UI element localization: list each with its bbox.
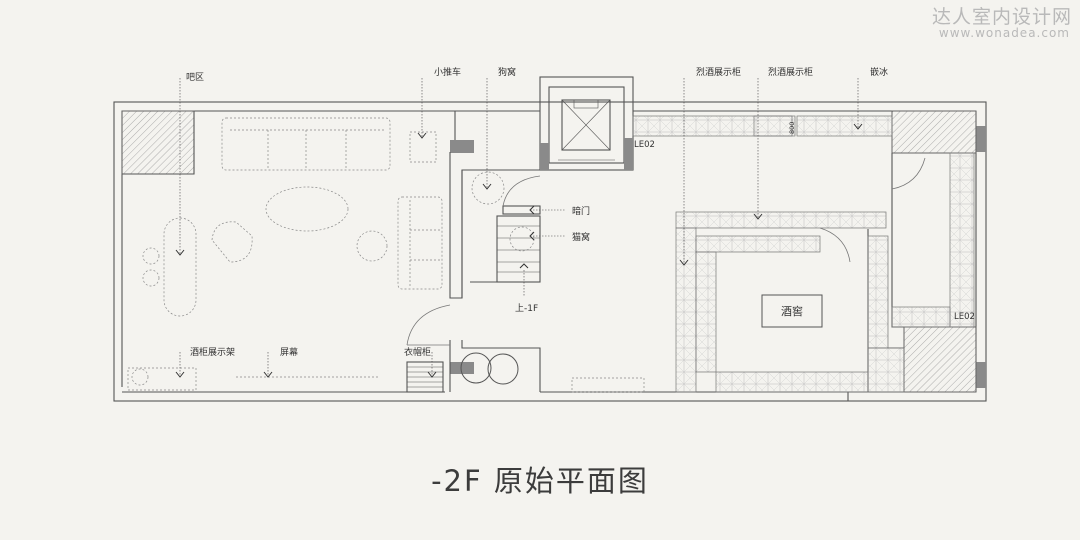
label-cart: 小推车 [434, 66, 461, 78]
door-swings [406, 157, 926, 346]
label-spirits-cabinet-1: 烈酒展示柜 [696, 66, 741, 78]
leader-lines [179, 78, 859, 376]
label-bar-area: 吧区 [186, 72, 204, 83]
room-labels: 吧区 小推车 狗窝 烈酒展示柜 烈酒展示柜 嵌冰 LE02 暗门 猫窝 上-1F… [186, 66, 975, 358]
label-screen: 屏幕 [280, 346, 298, 358]
wine-cellar-cabinets [675, 211, 905, 393]
label-stairs-up: 上-1F [515, 303, 538, 314]
leader-arrows [175, 123, 863, 378]
label-dim-800: 800 [788, 122, 796, 134]
round-tables [460, 352, 519, 385]
structural-columns [450, 126, 986, 388]
lounge-furniture [127, 117, 645, 393]
label-wardrobe: 衣帽柜 [404, 346, 431, 358]
top-wall-cabinets [632, 115, 893, 137]
elevator-shaft [539, 76, 634, 171]
watermark-url: www.wonadea.com [938, 26, 1070, 40]
label-le02-right: LE02 [954, 312, 975, 322]
page-caption: -2F 原始平面图 [431, 464, 649, 498]
label-wine-cellar: 酒窖 [781, 304, 803, 318]
right-wall-cabinets [891, 152, 975, 328]
label-spirits-cabinet-2: 烈酒展示柜 [768, 66, 813, 78]
exterior-walls [113, 101, 987, 402]
label-hidden-door: 暗门 [572, 205, 590, 217]
label-wine-display-rack: 酒柜展示架 [190, 346, 235, 358]
hatched-blocks [121, 110, 977, 393]
label-ice-maker: 嵌冰 [870, 66, 888, 78]
label-dog-kennel: 狗窝 [498, 66, 516, 78]
label-cat-nest: 猫窝 [572, 231, 590, 243]
watermark-brand: 达人室内设计网 [931, 6, 1072, 28]
label-le02-top: LE02 [634, 140, 655, 150]
